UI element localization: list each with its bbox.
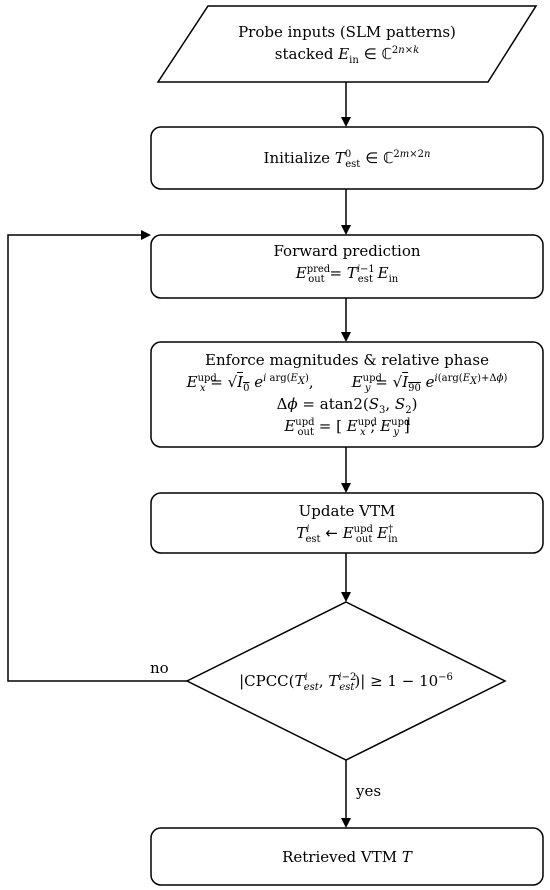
update-vtm-text: Update VTM Tiest ← Eupdout E†in (151, 500, 543, 545)
enforce-magnitudes-title: Enforce magnitudes & relative phase (205, 351, 489, 369)
arrowhead (141, 230, 151, 240)
arrowhead (341, 225, 351, 235)
probe-inputs-title: Probe inputs (SLM patterns) (238, 23, 456, 41)
arrowhead (341, 818, 351, 828)
enforce-magnitudes-node (150, 341, 544, 448)
no-label: no (150, 659, 169, 677)
arrowhead (341, 483, 351, 493)
retrieved-vtm-text: Retrieved VTM T (151, 846, 543, 868)
decision-condition: |CPCC(Tiest, Ti−2est)| ≥ 1 − 10−6 (239, 672, 453, 693)
retrieved-vtm-label: Retrieved VTM T (282, 848, 412, 866)
arrowhead (341, 117, 351, 127)
forward-prediction-title: Forward prediction (273, 242, 421, 260)
probe-inputs-formula: stacked Ein ∈ ℂ2n×k (274, 45, 420, 66)
enforce-formula-phase: Δϕ = atan2(S3, S2) (276, 395, 418, 416)
probe-inputs-text: Probe inputs (SLM patterns) stacked Ein … (170, 21, 524, 66)
update-vtm-title: Update VTM (298, 502, 396, 520)
decision-text: |CPCC(Tiest, Ti−2est)| ≥ 1 − 10−6 (187, 670, 505, 693)
update-vtm-formula: Tiest ← Eupdout E†in (296, 524, 398, 545)
enforce-magnitudes-text: Enforce magnitudes & relative phase Eupd… (151, 349, 543, 438)
probe-inputs-node (156, 5, 538, 83)
arrow-decision-no-loop (7, 234, 187, 682)
initialize-node (150, 126, 544, 190)
update-vtm-node (150, 492, 544, 554)
retrieved-vtm-node (150, 827, 544, 886)
yes-label: yes (356, 782, 382, 800)
enforce-formula-fields: Eupdx = √I0 ei arg(EX),Eupdy = √I90 ei(a… (186, 373, 508, 394)
forward-prediction-node (150, 234, 544, 299)
initialize-formula: Initialize T0est ∈ ℂ2m×2n (263, 149, 431, 170)
forward-prediction-text: Forward prediction Epredout = Ti−1est Ei… (151, 240, 543, 285)
enforce-formula-output: Eupdout = [ Eupdx ; Eupdy ] (284, 417, 411, 438)
arrowhead (341, 332, 351, 342)
forward-prediction-formula: Epredout = Ti−1est Ein (295, 264, 399, 285)
arrowhead (341, 592, 351, 602)
initialize-text: Initialize T0est ∈ ℂ2m×2n (151, 147, 543, 170)
